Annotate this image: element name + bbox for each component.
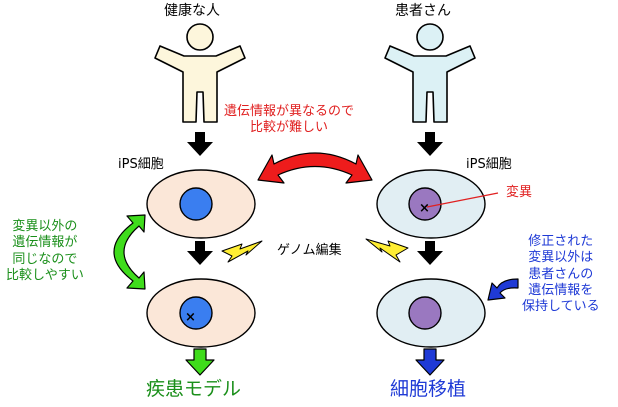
mutation-mark-right: ×: [419, 201, 430, 216]
preserved-genetic-info-note: 修正された 変異以外は 患者さんの 遺伝情報を 保持している: [522, 234, 600, 315]
note-line: 修正された: [528, 234, 594, 249]
cell-transplant-label: 細胞移植: [390, 378, 467, 400]
green-comparison-arrow: [113, 214, 146, 290]
patient-figure: [384, 23, 476, 123]
healthy-person-label: 健康な人: [164, 3, 220, 19]
arrow-down-left-1: [187, 132, 213, 156]
genome-editing-label: ゲノム編集: [277, 243, 342, 258]
arrow-down-right-1: [417, 132, 443, 156]
nucleus-left-bottom: [179, 296, 213, 330]
different-genetic-info-note: 遺伝情報が異なるので 比較が難しい: [224, 104, 354, 137]
cell-left-top: [146, 169, 256, 239]
note-line: 患者さんの: [528, 266, 594, 282]
cell-right-bottom: [376, 278, 486, 348]
note-line: 変異以外の: [12, 219, 78, 234]
nucleus-right-bottom: [408, 296, 442, 330]
ips-cell-label-right: iPS細胞: [466, 157, 512, 172]
note-line: 比較しやすい: [6, 267, 84, 283]
blue-down-arrow: [415, 348, 445, 376]
note-line: 比較が難しい: [250, 120, 329, 136]
note-line: 変異以外は: [528, 250, 594, 266]
ips-cell-label-left: iPS細胞: [118, 157, 164, 172]
note-line: 遺伝情報が異なるので: [224, 104, 355, 119]
arrow-down-left-2: [187, 241, 213, 265]
mutation-pointer-line: [426, 192, 499, 208]
lightning-left-icon: [221, 240, 263, 263]
mutation-mark-left: ×: [185, 310, 196, 325]
nucleus-left-top: [179, 187, 213, 221]
healthy-person-figure: [154, 23, 246, 123]
arrow-down-right-2: [417, 241, 443, 265]
green-down-arrow: [185, 348, 215, 376]
lightning-right-icon: [365, 238, 409, 263]
note-line: 保持している: [522, 299, 600, 314]
patient-label: 患者さん: [395, 3, 451, 19]
same-genetic-info-note: 変異以外の 遺伝情報が 同じなので 比較しやすい: [6, 219, 84, 284]
cell-left-bottom: ×: [146, 278, 256, 348]
note-line: 遺伝情報を: [528, 282, 594, 298]
cell-right-top: ×: [376, 169, 499, 239]
disease-model-label: 疾患モデル: [146, 378, 242, 400]
blue-arrow: [487, 278, 519, 301]
red-comparison-arrow: [257, 152, 373, 184]
mutation-label: 変異: [506, 185, 533, 200]
black-arrows: [187, 132, 443, 265]
note-line: 同じなので: [12, 251, 78, 267]
note-line: 遺伝情報が: [12, 235, 78, 251]
